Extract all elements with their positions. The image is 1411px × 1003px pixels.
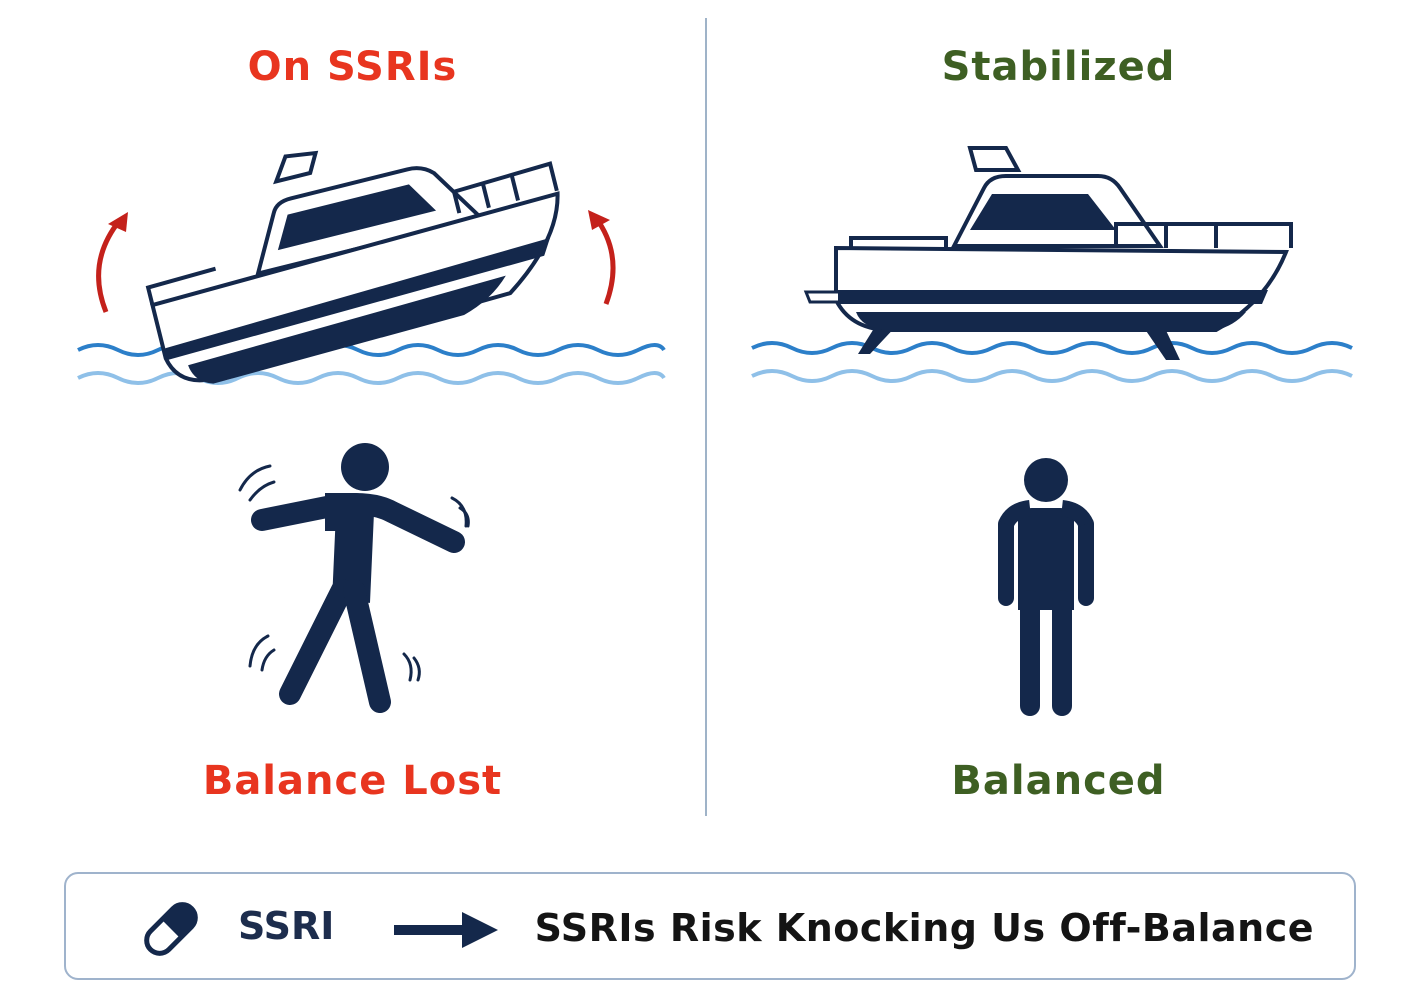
stable-boat-illustration [751,146,1353,716]
center-divider [705,18,707,816]
wave-light [77,371,666,385]
footer-message: SSRIs Risk Knocking Us Off-Balance [534,906,1314,950]
left-panel-title: On SSRIs [247,44,458,90]
left-arrowhead [108,212,128,232]
wave-light [751,369,1353,383]
left-rock-arrow [96,218,122,313]
boat-level [803,146,1293,360]
left-panel-caption: Balance Lost [202,758,503,804]
tilted-boat-illustration [77,150,666,713]
ssri-label: SSRI [238,904,335,948]
capsule-icon [144,902,198,956]
off-balance-person-icon [251,443,465,713]
right-panel-caption: Balanced [951,758,1166,804]
balanced-person-icon [998,458,1094,716]
boat-tilted [145,150,560,384]
left-panel: On SSRIs [0,0,705,840]
footer-banner: SSRI SSRIs Risk Knocking Us Off-Balance [64,872,1356,980]
right-panel: Stabilized [706,0,1411,840]
wave-dark [751,341,1353,355]
right-arrowhead [588,210,610,230]
motion-lines [238,464,470,682]
arrow-right-icon [394,912,498,948]
right-panel-title: Stabilized [941,44,1176,90]
right-rock-arrow [593,216,616,305]
